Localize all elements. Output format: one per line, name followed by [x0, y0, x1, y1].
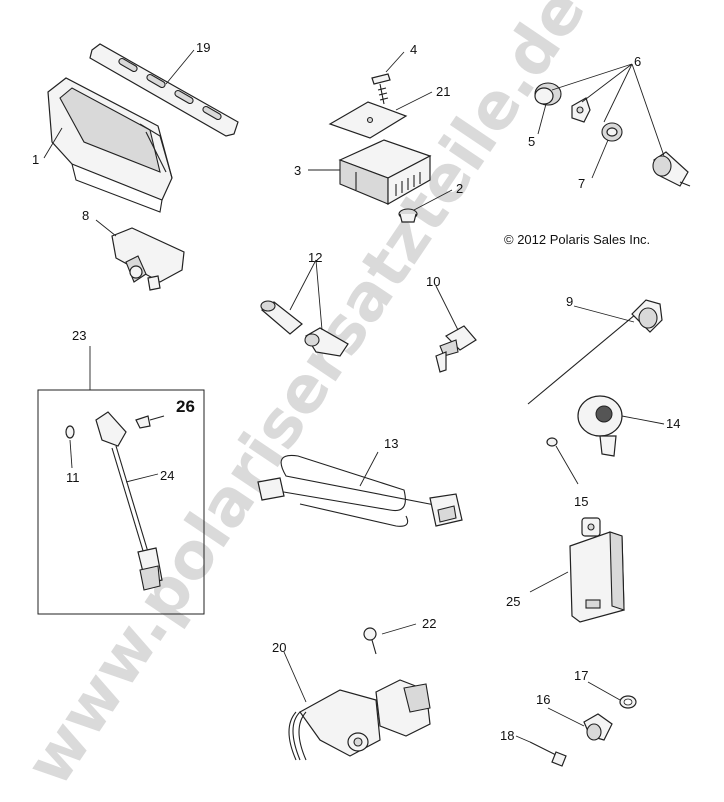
callout-14: 14 — [666, 416, 680, 431]
callout-11: 11 — [66, 470, 80, 485]
callout-21: 21 — [436, 84, 450, 99]
part-1-ecu — [47, 77, 173, 213]
part-20-throttle — [288, 679, 431, 761]
callout-25: 25 — [506, 594, 520, 609]
callout-17: 17 — [574, 668, 588, 683]
part-11-oring — [65, 425, 75, 439]
callout-22: 22 — [422, 616, 436, 631]
part-21-cover — [328, 101, 408, 139]
callout-3: 3 — [294, 163, 301, 178]
callout-20: 20 — [272, 640, 286, 655]
part-7-grommet — [601, 122, 623, 142]
callout-8: 8 — [82, 208, 89, 223]
part-15-washer — [546, 437, 558, 447]
callout-24: 24 — [160, 468, 174, 483]
part-16-sensor — [583, 713, 613, 741]
part-18-bolt — [529, 741, 567, 767]
part-6-relay — [652, 151, 691, 187]
callout-12: 12 — [308, 250, 322, 265]
part-19-bracket — [89, 43, 239, 137]
part-3-box — [338, 139, 432, 206]
part-13-harness — [257, 454, 463, 527]
part-26-screw — [135, 415, 165, 429]
part-8-sensor — [111, 227, 185, 291]
part-9-sensor-lead — [527, 299, 663, 405]
callout-26: 26 — [176, 397, 195, 416]
part-4-screw — [371, 73, 391, 105]
callout-labels: 1 19 8 4 21 3 2 5 6 7 © 2012 Polaris Sal… — [32, 40, 680, 743]
callout-15: 15 — [574, 494, 588, 509]
part-12-fuses — [260, 300, 349, 357]
callout-2: 2 — [456, 181, 463, 196]
callout-7: 7 — [578, 176, 585, 191]
callout-9: 9 — [566, 294, 573, 309]
callout-10: 10 — [426, 274, 440, 289]
part-10-temp-sensor — [435, 325, 477, 373]
callout-19: 19 — [196, 40, 210, 55]
part-5-cap — [534, 82, 562, 106]
part-25-module — [569, 517, 625, 623]
part-17-oring — [619, 695, 637, 709]
part-23-kit-box — [37, 389, 205, 615]
leader-lines — [43, 49, 665, 743]
part-24-sensor — [95, 411, 163, 591]
part-6-clip — [571, 97, 591, 123]
callout-6: 6 — [634, 54, 641, 69]
part-2-grommet — [398, 208, 418, 223]
callout-23: 23 — [72, 328, 86, 343]
callout-4: 4 — [410, 42, 417, 57]
callout-16: 16 — [536, 692, 550, 707]
part-14-knock-sensor — [577, 395, 623, 457]
callout-18: 18 — [500, 728, 514, 743]
callout-13: 13 — [384, 436, 398, 451]
callout-1: 1 — [32, 152, 39, 167]
part-22-screw — [363, 627, 377, 655]
callout-5: 5 — [528, 134, 535, 149]
copyright-text: © 2012 Polaris Sales Inc. — [504, 232, 650, 247]
